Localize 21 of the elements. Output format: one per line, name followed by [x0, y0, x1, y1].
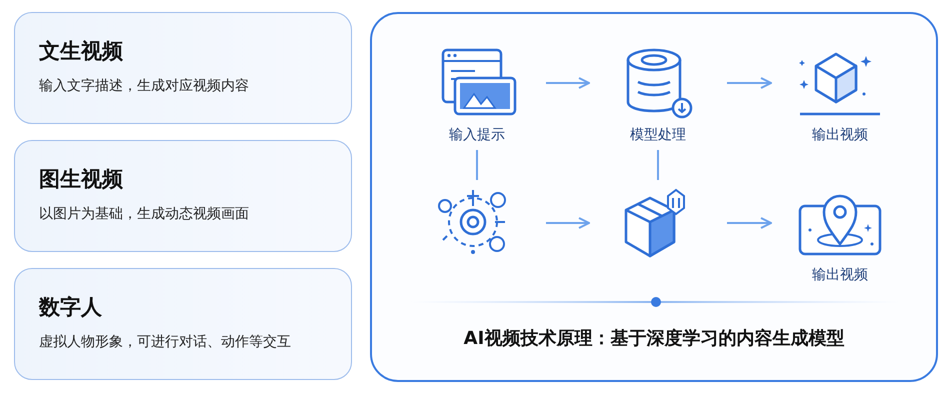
arrow: [727, 217, 772, 229]
card-title: 文生视频: [39, 38, 123, 65]
feature-card: [14, 268, 352, 380]
panel-caption: AI视频技术原理：基于深度学习的内容生成模型: [464, 327, 844, 350]
panel: [370, 12, 938, 382]
card-title: 数字人: [39, 294, 102, 321]
icon-label: 输出视频: [812, 126, 868, 144]
icon-label: 输出视频: [812, 266, 868, 284]
card-description: 以图片为基础，生成动态视频画面: [39, 205, 249, 223]
icon-label: 输入提示: [449, 126, 505, 144]
connector-line: [476, 150, 478, 180]
card-title: 图生视频: [39, 166, 123, 193]
arrow: [546, 77, 590, 89]
connector-line: [657, 150, 659, 180]
arrow: [727, 77, 772, 89]
feature-card: [14, 140, 352, 252]
card-description: 输入文字描述，生成对应视频内容: [39, 77, 249, 95]
feature-card: [14, 12, 352, 124]
card-description: 虚拟人物形象，可进行对话、动作等交互: [39, 333, 291, 351]
icon-label: 模型处理: [630, 126, 686, 144]
arrow: [546, 217, 590, 229]
